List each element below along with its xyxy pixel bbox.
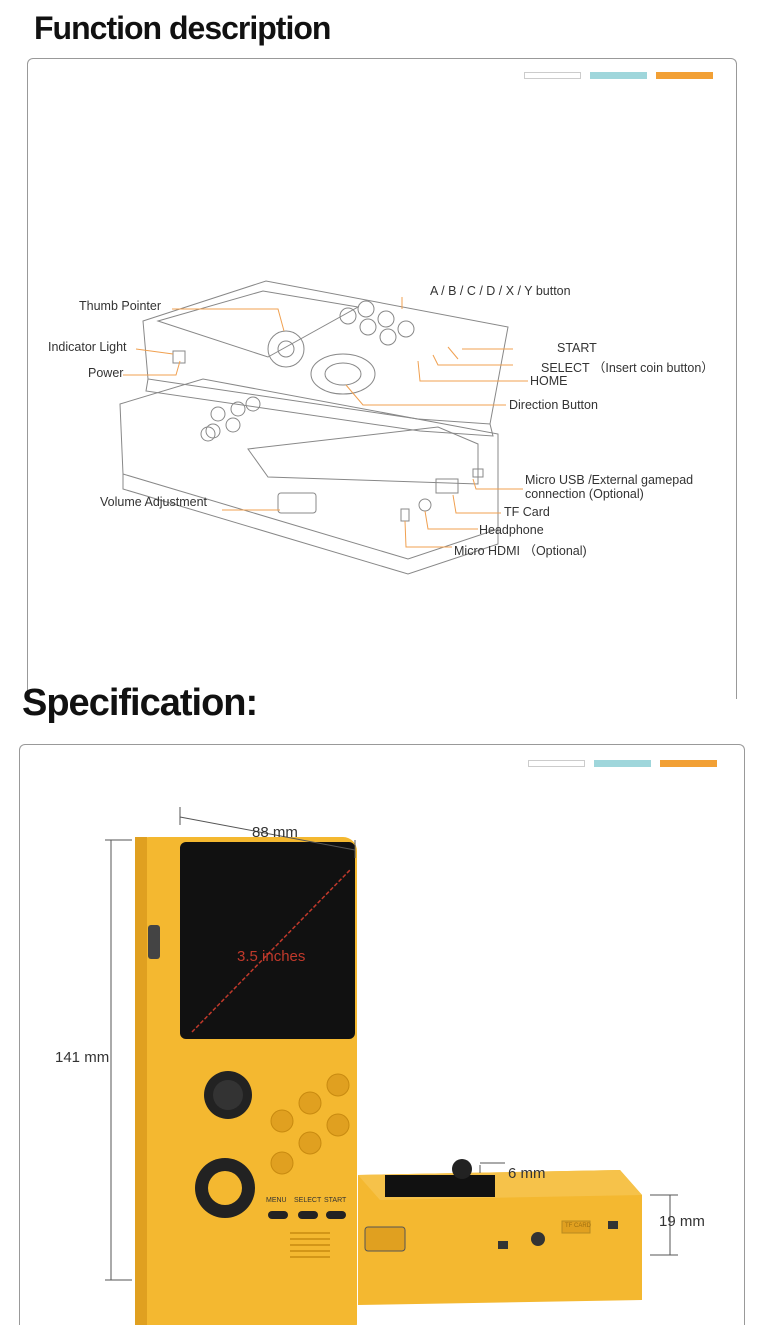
label-micro-usb-2: connection (Optional) [525, 487, 644, 501]
device-photo-illustration [105, 807, 678, 1325]
color-bars [524, 72, 713, 79]
label-tf-card: TF Card [504, 505, 550, 519]
label-menu: MENU [266, 1197, 287, 1204]
label-select: SELECT （Insert coin button） [541, 361, 714, 375]
dim-depth: 19 mm [659, 1213, 705, 1230]
bar-white [528, 760, 585, 767]
label-tf-card-slot: TF CARD [565, 1223, 591, 1229]
label-power: Power [88, 366, 124, 380]
specification-panel: 88 mm 141 mm 3.5 inches 6 mm 19 mm MENU … [19, 744, 745, 1325]
label-home: HOME [530, 374, 568, 388]
label-thumb-pointer: Thumb Pointer [79, 299, 161, 313]
device-screen [180, 842, 355, 1039]
bar-teal [594, 760, 651, 767]
dim-width: 88 mm [252, 824, 298, 841]
section-title-function: Function description [34, 10, 331, 46]
label-indicator-light: Indicator Light [48, 340, 127, 354]
label-headphone: Headphone [479, 523, 544, 537]
dim-height: 141 mm [55, 1049, 110, 1066]
device-line-drawing [119, 280, 528, 575]
label-select-btn: SELECT [294, 1197, 322, 1204]
dim-screen: 3.5 inches [237, 948, 306, 965]
bar-orange [660, 760, 717, 767]
function-panel: Thumb Pointer Indicator Light Power A / … [27, 58, 737, 699]
label-abcdxy: A / B / C / D / X / Y button [430, 284, 571, 298]
label-start: START [557, 341, 597, 355]
label-direction: Direction Button [509, 398, 598, 412]
dim-stick: 6 mm [508, 1165, 546, 1182]
section-title-specification: Specification: [22, 682, 258, 724]
label-micro-hdmi: Micro HDMI （Optional) [454, 544, 587, 558]
label-volume: Volume Adjustment [100, 495, 208, 509]
bar-teal [590, 72, 647, 79]
bar-white [524, 72, 581, 79]
label-micro-usb: Micro USB /External gamepad [525, 473, 694, 487]
label-start-btn: START [324, 1197, 347, 1204]
bar-orange [656, 72, 713, 79]
color-bars-2 [528, 760, 717, 767]
device-side [358, 1170, 642, 1305]
